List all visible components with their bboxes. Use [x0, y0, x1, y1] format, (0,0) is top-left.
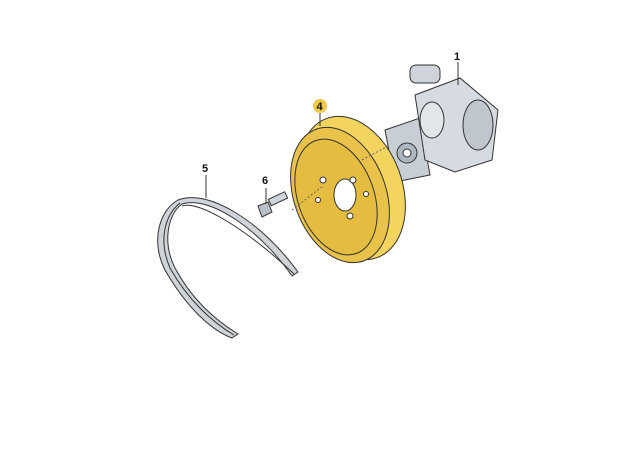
- bolt: [257, 191, 289, 218]
- pulley: [290, 115, 406, 264]
- callout-pump: 1: [454, 51, 460, 63]
- drive-belt: [157, 197, 299, 339]
- callout-bolt: 6: [262, 175, 268, 187]
- bolt-axis-line: [291, 185, 324, 211]
- power-steering-pump: [384, 64, 499, 183]
- pump-axis-line: [361, 145, 389, 161]
- callout-pulley: 4: [317, 101, 324, 113]
- callout-belt: 5: [202, 163, 208, 175]
- callout-highlight: [313, 99, 327, 113]
